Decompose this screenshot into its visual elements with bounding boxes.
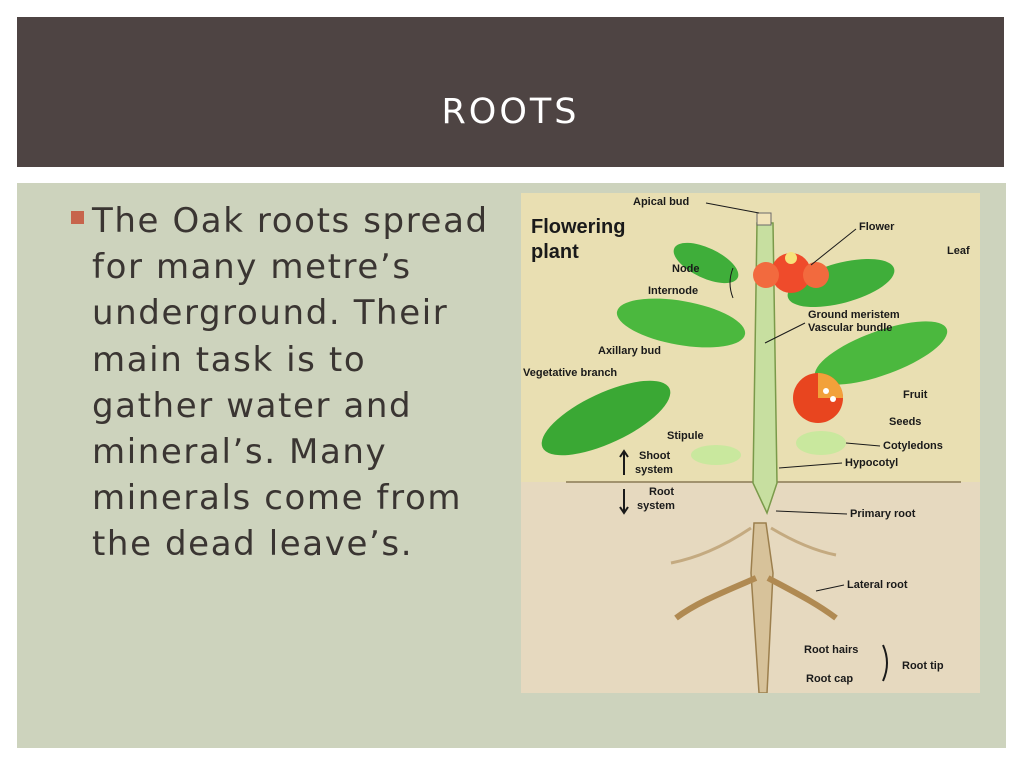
label-vegetative-branch: Vegetative branch [523,367,617,379]
leader-cotyledons [845,442,881,447]
diagram-heading-2: plant [531,241,579,263]
leaf-lower-left [541,380,671,456]
label-shoot-system-2: system [635,464,673,476]
label-seeds: Seeds [889,416,921,428]
seed [823,388,829,394]
flower-center [785,252,797,264]
lateral-root-right [766,575,838,621]
arrow-root-system [619,489,629,515]
lateral-root-left [674,575,758,621]
flowering-plant-diagram: Flowering plant Apical bud Flower Leaf N… [521,193,980,693]
label-flower: Flower [859,221,895,233]
label-ground-meristem: Ground meristem [808,309,900,321]
label-axillary-bud: Axillary bud [598,345,661,357]
label-fruit: Fruit [903,389,928,401]
slide-title: ROOTS [441,92,580,132]
apical-bud-shape [756,212,772,226]
label-hypocotyl: Hypocotyl [845,457,898,469]
flower-bloom [771,253,811,293]
label-cotyledons: Cotyledons [883,440,943,452]
leader-hypocotyl [778,462,843,469]
leaf-upper-right [787,259,895,307]
stipule-leaf [691,445,741,465]
label-node: Node [672,263,700,275]
soil-area [521,482,980,693]
label-root-tip: Root tip [902,660,944,672]
label-primary-root: Primary root [850,508,916,520]
bracket-internode [729,267,734,299]
leader-lateral-root [815,584,845,592]
label-root-hairs: Root hairs [804,644,858,656]
bullet-text: The Oak roots spread for many metre’s un… [92,201,489,565]
primary-root [750,522,774,693]
flower-petal-left [753,262,779,288]
label-root-system-1: Root [649,486,674,498]
label-root-system-2: system [637,500,675,512]
label-vascular-bundle: Vascular bundle [808,322,892,334]
label-root-cap: Root cap [806,673,853,685]
bracket-root-tip [882,644,888,682]
label-shoot-system-1: Shoot [639,450,670,462]
leader-apical-bud [705,202,760,214]
seed [830,396,836,402]
flower-petal-right [803,262,829,288]
diagram-heading-1: Flowering [531,216,625,238]
leaf-upper-left [673,242,739,284]
label-lateral-root: Lateral root [847,579,908,591]
plant-illustration: Flowering plant Apical bud Flower Leaf N… [521,196,980,693]
label-stipule: Stipule [667,430,704,442]
arrow-shoot-system [619,449,629,475]
label-leaf: Leaf [947,245,970,257]
root-branch-right [770,526,837,557]
leader-meristem [764,322,806,344]
title-bar: ROOTS [17,17,1004,167]
leader-primary-root [775,510,848,515]
cotyledon [796,431,846,455]
leaf-mid-left [616,298,746,348]
root-branch-left [670,526,752,565]
bullet-marker [71,211,84,224]
label-internode: Internode [648,285,698,297]
label-apical-bud: Apical bud [633,196,689,208]
leaf-mid-right [814,321,948,385]
leader-flower [810,228,857,266]
